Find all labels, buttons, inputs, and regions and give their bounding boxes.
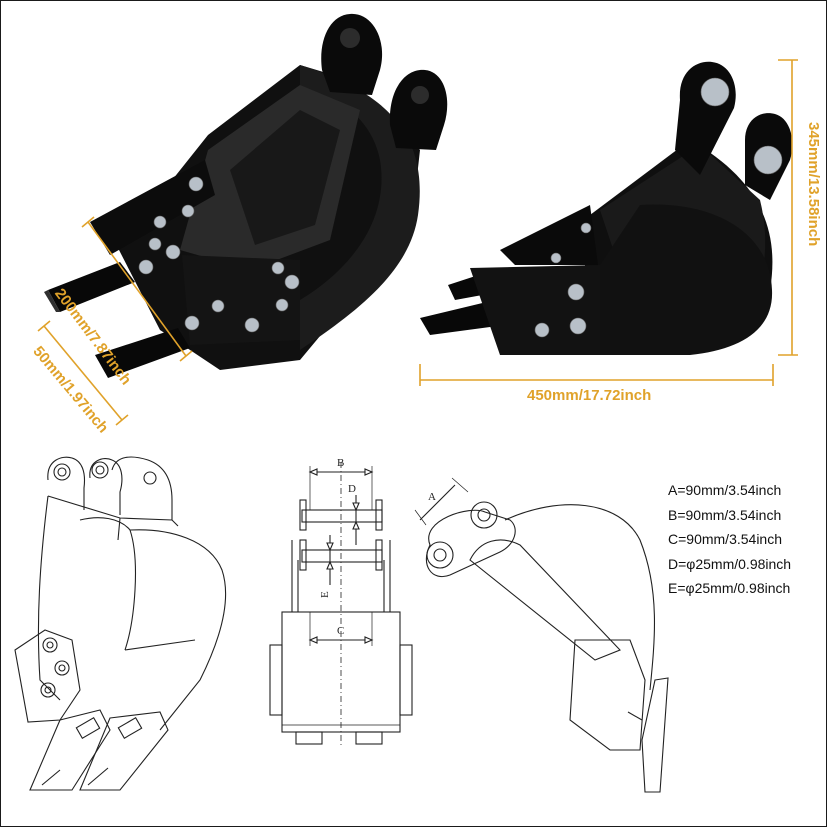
spec-e: E=φ25mm/0.98inch xyxy=(668,580,791,596)
spec-b: B=90mm/3.54inch xyxy=(668,506,782,523)
dimension-e-marker: E xyxy=(319,591,331,598)
width-dimension-label: 450mm/17.72inch xyxy=(527,387,652,404)
dimension-a-marker: A xyxy=(428,491,436,503)
dimension-b-marker: B xyxy=(337,457,344,469)
spec-a: A=90mm/3.54inch xyxy=(668,482,782,498)
dimension-c-marker: C xyxy=(337,625,344,637)
spec-c: C=90mm/3.54inch xyxy=(668,531,783,547)
spec-list: A=90mm/3.54inch B=90mm/3.54inch C=90mm/3… xyxy=(668,478,791,601)
spec-d: D=φ25mm/0.98inch xyxy=(668,555,792,572)
dimension-d-marker: D xyxy=(348,483,356,495)
